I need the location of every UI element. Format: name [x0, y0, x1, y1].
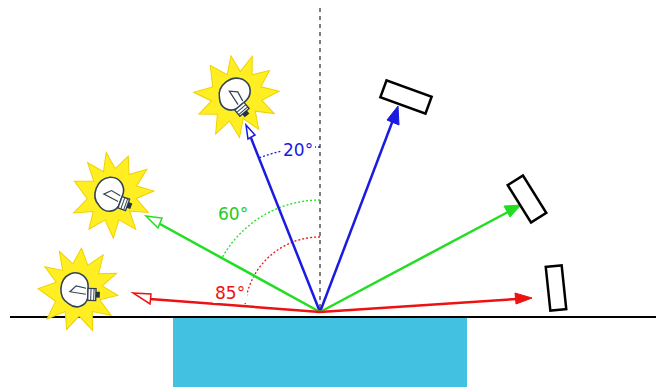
- lamp: [37, 38, 294, 331]
- angle-label: 85°: [213, 284, 247, 303]
- angle-label: 60°: [216, 205, 250, 224]
- normal-line: [320, 8, 321, 312]
- detector: [380, 80, 566, 310]
- surface: [10, 316, 656, 318]
- angle-label: 20°: [281, 141, 315, 160]
- light-ray: [133, 106, 532, 312]
- sample: [173, 318, 467, 387]
- angle-arc: [245, 237, 320, 306]
